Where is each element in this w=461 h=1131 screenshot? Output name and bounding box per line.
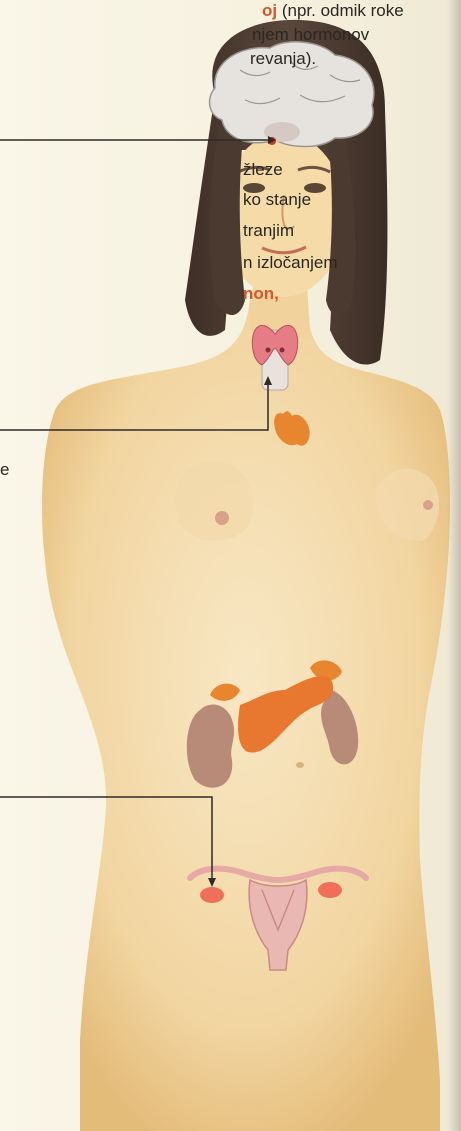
left-nipple xyxy=(215,511,229,525)
caption-line: tranjim xyxy=(243,220,294,242)
page-edge-shadow xyxy=(447,0,461,1131)
navel xyxy=(296,762,304,768)
parathyroid-gland xyxy=(280,348,285,353)
parathyroid-gland xyxy=(266,348,271,353)
caption-highlight: oj xyxy=(262,1,277,20)
caption-line: revanja). xyxy=(250,48,316,70)
caption-highlight: non, xyxy=(243,283,279,305)
caption-line: njem hormonov xyxy=(252,24,369,46)
right-ovary xyxy=(318,882,342,898)
caption-line: oj (npr. odmik roke xyxy=(262,0,404,22)
caption-line: žleze xyxy=(243,159,283,181)
right-nipple xyxy=(423,500,433,510)
left-kidney xyxy=(187,705,234,788)
caption-line: ko stanje xyxy=(243,189,311,211)
caption-line: e xyxy=(0,459,9,481)
left-breast xyxy=(175,462,253,541)
caption-text: (npr. odmik roke xyxy=(277,1,404,20)
left-ovary xyxy=(200,887,224,903)
caption-line: n izločanjem xyxy=(243,252,338,274)
